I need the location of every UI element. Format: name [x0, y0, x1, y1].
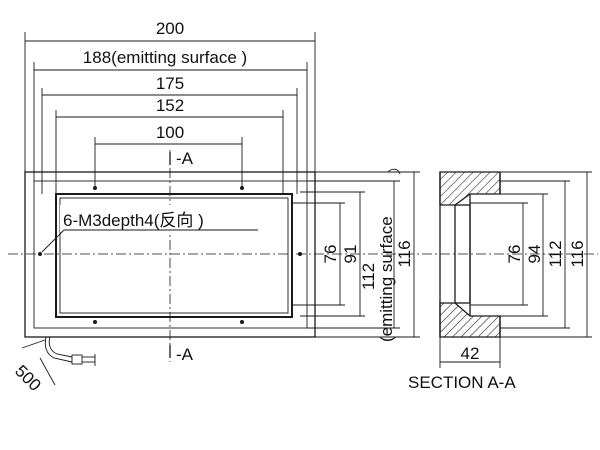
cable-line: [44, 336, 73, 363]
right-dimensions: 76 91 112 (emitting surface 116: [292, 168, 420, 342]
dim-width-152: 152: [156, 96, 184, 115]
dim-height-76: 76: [321, 245, 340, 264]
dim-overall-width: 200: [156, 19, 184, 38]
dim-overall-height: 116: [395, 240, 414, 267]
section-marker-top: -A: [176, 149, 194, 168]
dim-emitting-height: 112: [359, 263, 378, 290]
mounting-hole: [93, 186, 97, 190]
cable-connector: [71, 354, 83, 365]
emitting-window: [55, 193, 293, 318]
cable-dim-line: [21, 339, 46, 349]
mounting-hole: [240, 186, 244, 190]
mounting-hole: [93, 320, 97, 324]
top-dimensions: 200 188(emitting surface ) 175 152 100: [24, 19, 316, 194]
section-height-116: 116: [568, 240, 587, 267]
dim-emitting-width: 188(emitting surface ): [83, 48, 247, 67]
dim-emitting-height-label: (emitting surface: [377, 216, 396, 342]
frame-outline: [33, 180, 308, 329]
section-marker-bottom: -A: [176, 345, 194, 364]
section-view: 76 94 112 116 42 SECTION A-A: [408, 171, 592, 392]
section-title: SECTION A-A: [408, 373, 516, 392]
dim-hole-spacing: 100: [156, 123, 184, 142]
cable: 500: [11, 336, 96, 395]
section-height-112: 112: [546, 240, 565, 267]
cable-length: 500: [11, 361, 44, 394]
paren-arc: [387, 168, 401, 175]
hole-note-background: [60, 205, 260, 232]
dim-height-91: 91: [341, 245, 360, 264]
front-view: -A -A 6-M3depth4(反向 ) 500: [8, 149, 598, 395]
section-height-76: 76: [505, 245, 524, 264]
section-height-94: 94: [525, 245, 544, 264]
dim-width-175: 175: [156, 74, 184, 93]
hole-note-leader: [41, 229, 65, 253]
hole-note: 6-M3depth4(反向 ): [63, 211, 204, 230]
mounting-hole: [240, 320, 244, 324]
cable-line: [48, 336, 73, 358]
emitting-window-inner: [59, 197, 289, 314]
section-depth: 42: [461, 344, 480, 363]
cable-dim-line: [39, 357, 56, 386]
